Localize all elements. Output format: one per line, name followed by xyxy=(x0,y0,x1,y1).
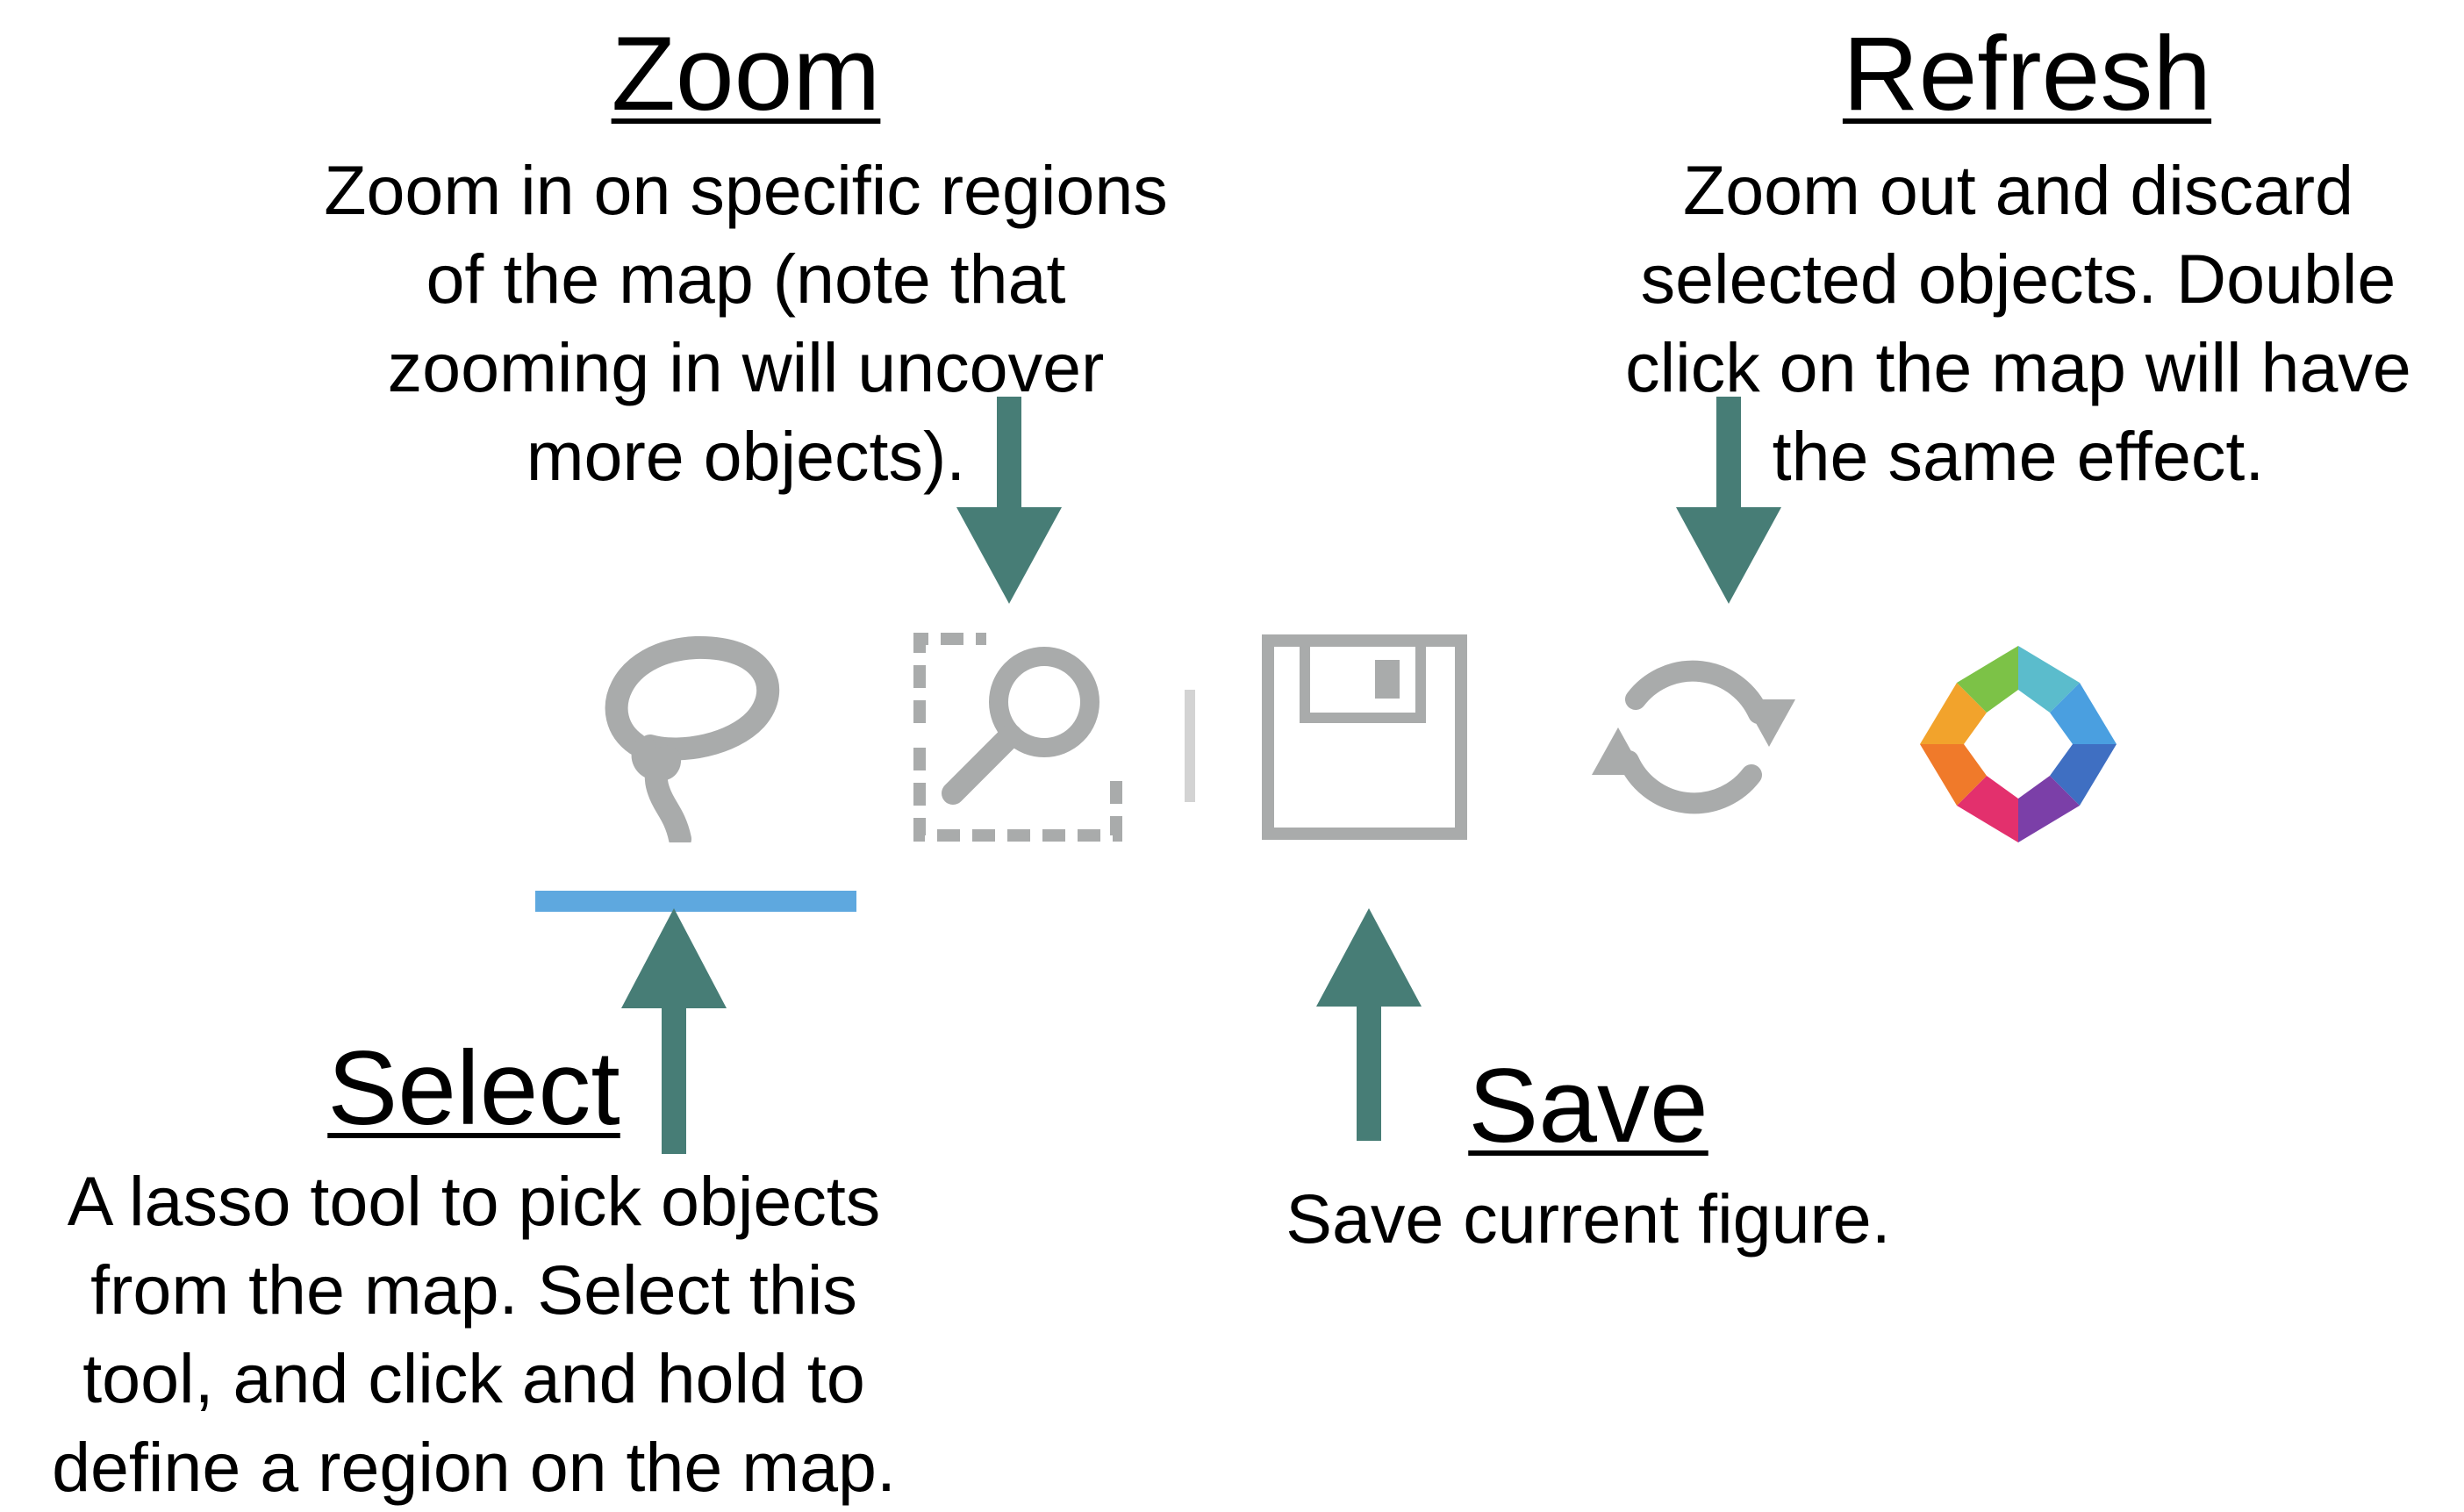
refresh-description: Zoom out and discard selected objects. D… xyxy=(1579,146,2457,500)
select-description-line: from the map. Select this xyxy=(90,1250,857,1329)
zoom-description-line: Zoom in on specific regions xyxy=(324,151,1168,229)
refresh-description-line: click on the map will have xyxy=(1625,328,2411,406)
zoom-description-line: zooming in will uncover xyxy=(387,328,1105,406)
save-arrow xyxy=(1316,908,1422,1141)
save-description-line: Save current figure. xyxy=(1286,1179,1891,1258)
logo-icon xyxy=(1909,634,2128,854)
toolbar-divider xyxy=(1185,690,1195,802)
active-tool-indicator xyxy=(535,891,856,912)
box-zoom-icon[interactable] xyxy=(913,632,1132,842)
select-description-line: tool, and click and hold to xyxy=(82,1339,865,1417)
save-title: Save xyxy=(1468,1047,1708,1164)
zoom-description-line: of the map (note that xyxy=(426,240,1066,318)
select-description: A lasso tool to pick objects from the ma… xyxy=(9,1157,939,1511)
refresh-description-line: the same effect. xyxy=(1772,417,2265,495)
select-arrow xyxy=(621,908,727,1154)
refresh-arrow xyxy=(1676,397,1781,604)
lasso-select-icon[interactable] xyxy=(584,632,794,850)
zoom-description: Zoom in on specific regions of the map (… xyxy=(246,146,1246,500)
zoom-description-line: more objects). xyxy=(526,417,966,495)
refresh-title: Refresh xyxy=(1842,15,2212,133)
save-description: Save current figure. xyxy=(1228,1174,1948,1263)
zoom-title: Zoom xyxy=(611,15,881,133)
refresh-icon[interactable] xyxy=(1588,645,1799,829)
refresh-description-line: Zoom out and discard xyxy=(1682,151,2354,229)
save-icon[interactable] xyxy=(1259,632,1470,842)
refresh-description-line: selected objects. Double xyxy=(1640,240,2396,318)
zoom-arrow xyxy=(956,397,1062,604)
select-title: Select xyxy=(327,1029,620,1147)
select-description-line: define a region on the map. xyxy=(52,1428,896,1506)
select-description-line: A lasso tool to pick objects xyxy=(67,1162,881,1240)
